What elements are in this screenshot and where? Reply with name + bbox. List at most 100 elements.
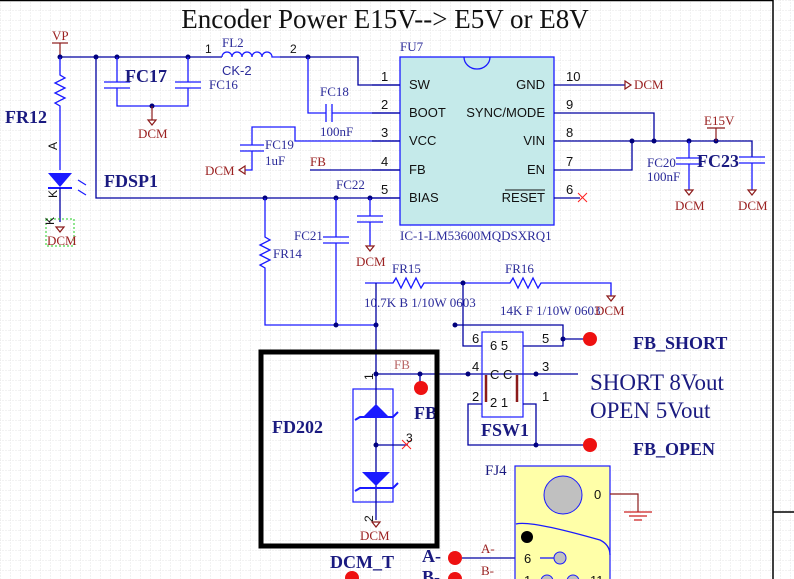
svg-text:BIAS: BIAS [409,190,439,205]
fr16-label: FR16 [505,261,534,276]
note-short: SHORT 8Vout [590,370,724,395]
svg-text:1: 1 [524,573,531,579]
svg-text:0: 0 [594,487,601,502]
bias-wire [95,57,400,199]
fc22-label: FC22 [336,177,365,192]
fl2-value: CK-2 [222,63,252,78]
svg-text:5: 5 [542,331,549,346]
test-point-b-minus[interactable] [448,572,462,579]
tvs-diode[interactable]: 3 2 DCM [352,374,413,543]
fb-test-point-label: FB [414,403,437,423]
bias-network[interactable]: DCM FC22 FC21 FR14 [258,177,386,328]
svg-text:FB: FB [409,162,426,177]
svg-text:6: 6 [472,331,479,346]
svg-text:2: 2 [472,389,479,404]
net-label-dcm: DCM [205,163,235,178]
feedback-divider[interactable]: FR15 FR16 10.7K B 1/10W 0603 14K F 1/10W… [364,261,625,374]
ic-part-label: IC-1-LM53600MQDSXRQ1 [400,228,552,243]
ic-ref-label: FU7 [400,39,424,54]
fj4-label: FJ4 [485,463,507,479]
svg-text:4: 4 [472,359,479,374]
svg-text:C C: C C [490,367,512,382]
svg-text:GND: GND [516,77,545,92]
net-label-dcm: DCM [47,233,77,248]
svg-text:7: 7 [566,154,573,169]
svg-text:EN: EN [527,162,545,177]
net-label-vp: VP [52,28,69,43]
selection-box[interactable] [45,218,75,247]
fr12-label: FR12 [5,107,47,127]
fj4-connector[interactable]: 0 6 1 11 [514,465,652,579]
svg-text:2 1: 2 1 [490,395,508,410]
fc19-label: FC19 [265,137,294,152]
fdsp1-label: FDSP1 [104,171,158,191]
pin-label: 2 [290,42,297,56]
test-point-fb-short[interactable] [583,332,597,346]
fdsp1-led[interactable]: FDSP1 [48,171,158,222]
net-label-fb: FB [394,357,410,372]
net-label-dcm: DCM [595,303,625,318]
net-label-dcm: DCM [675,198,705,213]
svg-text:6: 6 [566,182,573,197]
svg-text:6 5: 6 5 [490,338,508,353]
svg-text:VCC: VCC [409,133,436,148]
net-label-a-minus: A- [481,541,495,556]
fc19-capacitor[interactable]: DCM FC19 1uF [205,126,400,178]
pin-label: K [43,217,57,225]
net-label-dcm: DCM [634,77,664,92]
fl2-label: FL2 [222,35,244,50]
fc20-value: 100nF [647,169,680,184]
net-label-dcm: DCM [360,528,390,543]
fr12-resistor[interactable]: FR12 [5,57,67,170]
svg-text:5: 5 [381,182,388,197]
fl2-inductor[interactable]: FL2 CK-2 1 2 [205,35,297,78]
svg-text:VIN: VIN [523,133,545,148]
fc18-capacitor[interactable]: FC18 100nF [307,57,400,139]
fr15-value: 10.7K B 1/10W 0603 [364,295,476,310]
sheet-title: Encoder Power E15V--> E5V or E8V [181,4,589,34]
no-connect-icon [577,192,588,203]
svg-text:3: 3 [542,359,549,374]
svg-text:1: 1 [542,389,549,404]
b-minus-tp-label: B- [422,567,440,579]
note-open: OPEN 5Vout [590,398,711,423]
test-point-dcm-t[interactable] [345,571,359,579]
fd202-highlight-box[interactable] [258,349,440,549]
pin-label: 1 [205,42,212,56]
net-label-dcm: DCM [738,198,768,213]
net-label-dcm: DCM [138,126,168,141]
test-point-fb-open[interactable] [583,438,597,452]
svg-text:6: 6 [524,551,531,566]
svg-text:3: 3 [406,431,413,445]
svg-text:SYNC/MODE: SYNC/MODE [466,105,545,120]
svg-text:9: 9 [566,97,573,112]
earth-ground-icon [624,511,652,521]
svg-text:SW: SW [409,77,431,92]
fsw1-label: FSW1 [481,420,529,440]
test-point-fb[interactable] [414,381,428,395]
svg-text:1: 1 [381,69,388,84]
svg-text:4: 4 [381,154,388,169]
fd202-label: FD202 [272,417,323,437]
fb-short-label: FB_SHORT [633,333,727,353]
fr15-label: FR15 [392,261,421,276]
fc19-value: 1uF [265,153,285,168]
net-label-e15v: E15V [704,113,735,128]
fc17-label: FC17 [125,66,167,86]
fc23-label: FC23 [697,151,739,171]
test-point-a-minus[interactable] [448,551,462,565]
vin-network[interactable]: DCM E15V DCM DCM FC20 100nF FC23 [554,77,768,213]
pin-label: 1 [362,373,376,380]
svg-text:3: 3 [381,125,388,140]
fc17-fc16-capacitors[interactable]: DCM FC17 FC16 [104,57,238,141]
fsw1-switch[interactable]: 6 5 4 3 2 1 6 5 C C 2 1 FSW1 [467,331,590,448]
fc21-label: FC21 [294,228,323,243]
pin-label: K [46,190,60,198]
svg-text:2: 2 [362,515,376,522]
fc18-label: FC18 [320,84,349,99]
